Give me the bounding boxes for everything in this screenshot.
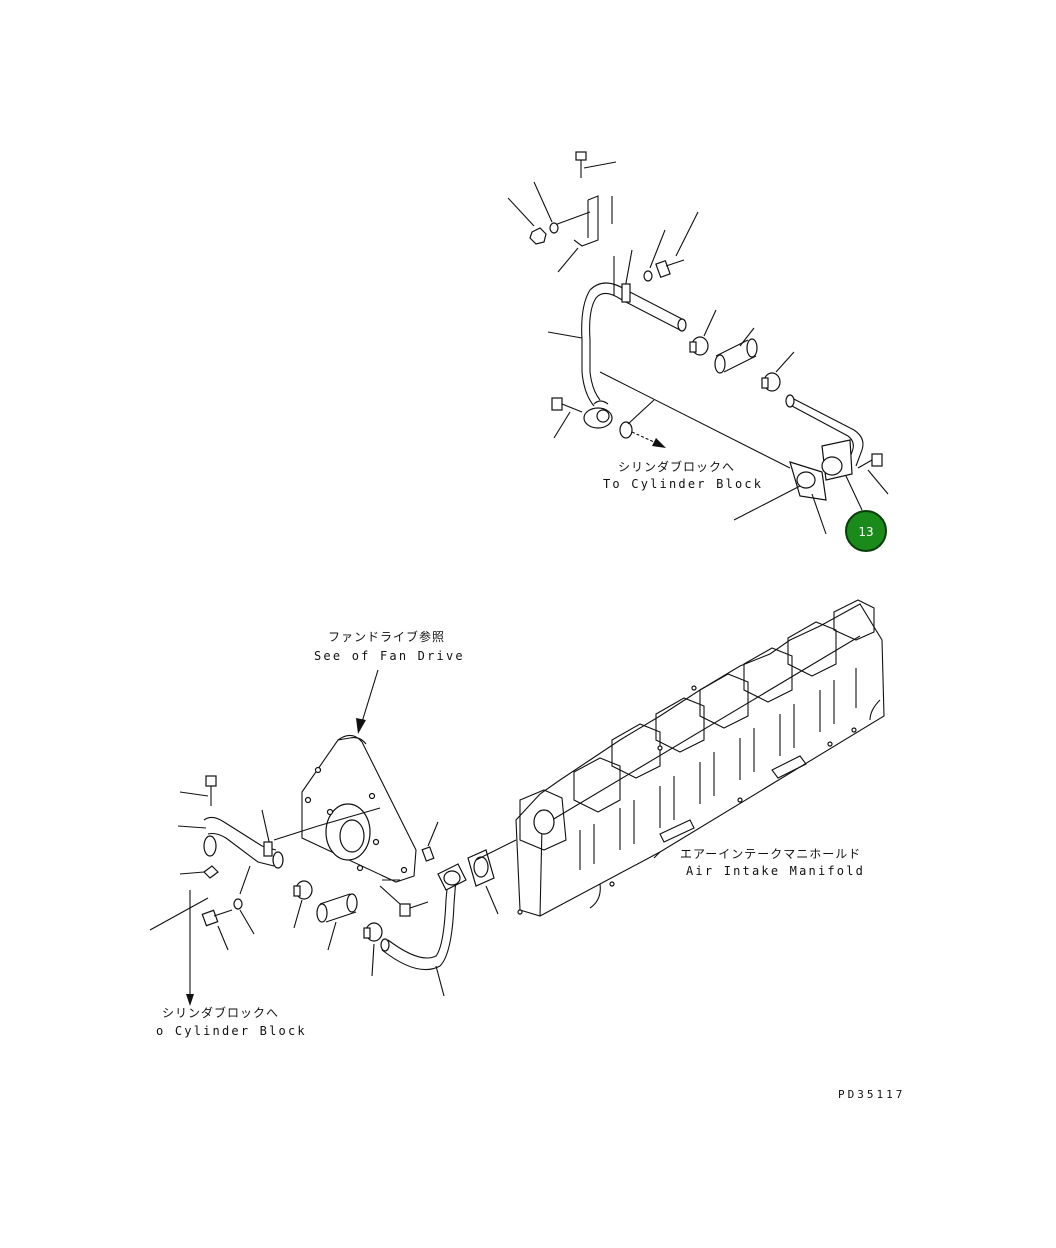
to-cylinder-block-label-en-bottom: o Cylinder Block: [156, 1024, 307, 1038]
drawing-code: PD35117: [838, 1088, 905, 1101]
bottom-flange: [437, 863, 467, 891]
arrow-to-fan-drive: [356, 669, 379, 734]
bottom-hose-clamp-2: [363, 922, 383, 977]
o-ring: [619, 399, 655, 439]
nut-washer: [507, 181, 559, 245]
arrow-to-cylinder-block-top: [631, 431, 666, 448]
fan-drive-label-jp: ファンドライブ参照: [328, 629, 445, 644]
bolt-washer-right: [643, 211, 699, 282]
bottom-left-pipe: [177, 775, 381, 869]
fan-drive-plate: [301, 734, 417, 883]
bent-pipe-top: [547, 249, 687, 407]
bracket: [551, 195, 613, 273]
fan-drive-label-en: See of Fan Drive: [314, 649, 465, 663]
gasket-top: [733, 461, 827, 535]
flange-right: [821, 439, 853, 481]
rubber-hose: [714, 327, 758, 374]
bolt-center: [379, 885, 429, 917]
top-pipe-assembly: [507, 151, 889, 535]
to-cylinder-block-label-en-top: To Cylinder Block: [603, 477, 763, 491]
union-fitting: [421, 821, 439, 862]
flange-top-left: [583, 400, 613, 429]
small-washer-left: [149, 865, 219, 931]
arrow-to-cylinder-block-bottom: [186, 890, 194, 1006]
air-intake-manifold: [515, 599, 885, 917]
callout-13-number[interactable]: 13: [858, 525, 873, 539]
bolt-left: [551, 397, 583, 439]
bent-pipe-right: [785, 394, 864, 467]
bottom-rubber-hose: [316, 893, 358, 951]
bolt-bottom-left: [201, 865, 255, 951]
manifold-label-jp: エアーインテークマニホールド: [680, 847, 861, 861]
manifold-label-en: Air Intake Manifold: [686, 864, 865, 878]
hose-clamp-1: [689, 309, 717, 356]
to-cylinder-block-label-jp-top: シリンダブロックへ: [618, 459, 735, 474]
gasket-bottom: [467, 849, 499, 915]
to-cylinder-block-label-jp-bottom: シリンダブロックへ: [162, 1005, 279, 1020]
top-bolt: [575, 151, 617, 178]
bottom-curved-pipe: [380, 877, 457, 997]
bolt-right: [857, 453, 889, 495]
callout-13[interactable]: 13: [845, 510, 887, 552]
hose-clamp-2: [761, 351, 795, 392]
callout-13-circle[interactable]: [845, 510, 887, 552]
bottom-hose-clamp-1: [293, 880, 313, 929]
